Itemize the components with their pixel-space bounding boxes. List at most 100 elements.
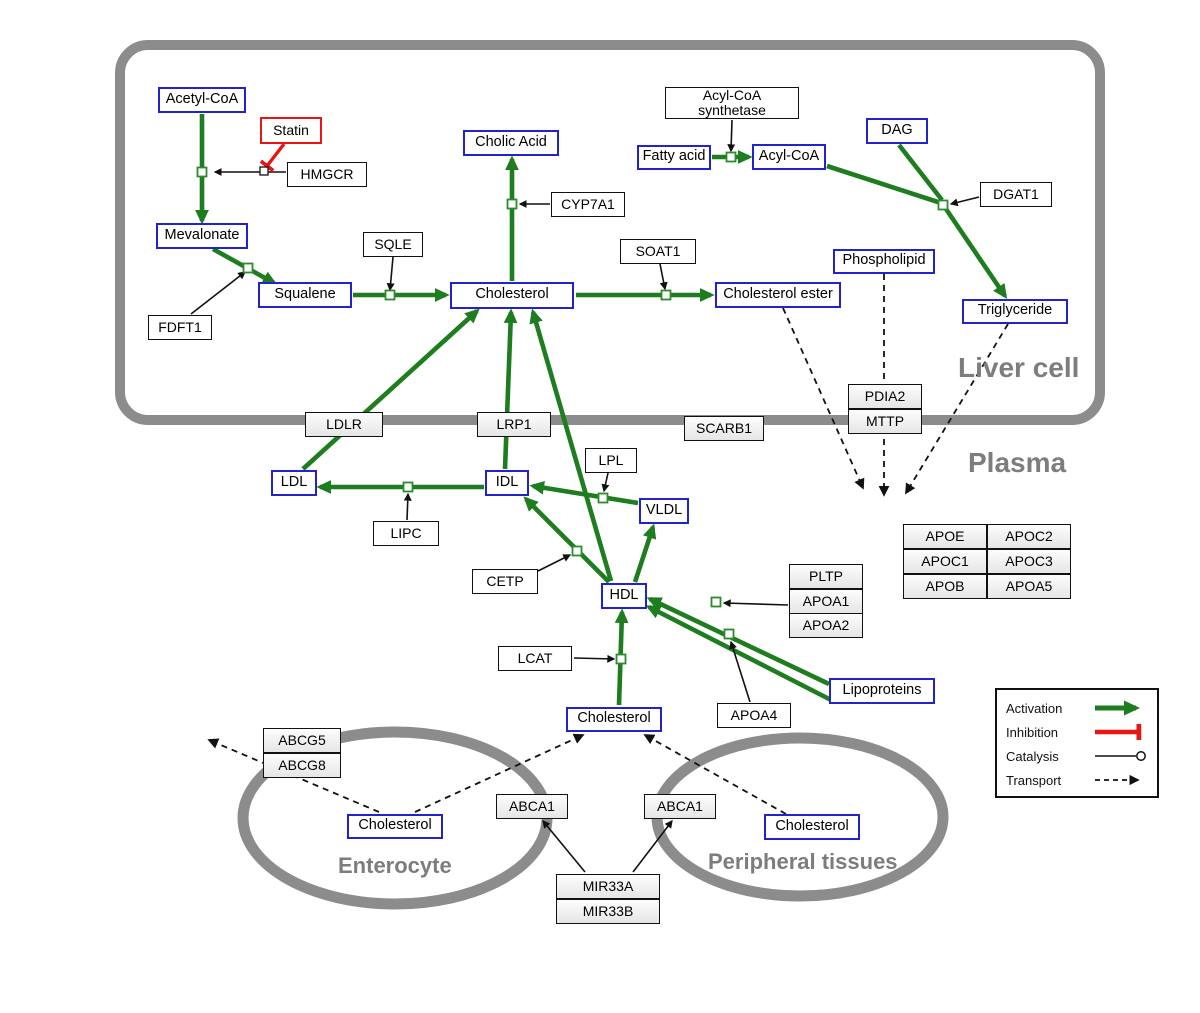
edge-cholesterol-peripheral-to-plasma [643, 734, 787, 815]
edge-hdl-to-cholesterol [529, 308, 614, 582]
node-cyp7a1[interactable]: CYP7A1 [551, 191, 625, 217]
node-abca1_enterocyte[interactable]: ABCA1 [496, 793, 568, 819]
node-fatty_acid[interactable]: Fatty acid [637, 144, 711, 170]
activation-label: Activation [1006, 700, 1063, 716]
node-apoa1[interactable]: APOA1 [789, 588, 863, 614]
process-node-square [196, 166, 208, 178]
node-apoc3[interactable]: APOC3 [987, 548, 1071, 574]
legend-row-activation: Activation [997, 696, 1157, 720]
node-pltp[interactable]: PLTP [789, 563, 863, 589]
edge-idl-to-cholesterol [502, 308, 518, 470]
peripheral-tissues-label: Peripheral tissues [708, 849, 898, 874]
node-abca1_peripheral[interactable]: ABCA1 [644, 793, 716, 819]
node-mevalonate[interactable]: Mevalonate [156, 223, 248, 249]
node-apoc1[interactable]: APOC1 [903, 548, 987, 574]
node-lipoproteins[interactable]: Lipoproteins [829, 678, 935, 704]
activation-arrow-icon [1095, 700, 1140, 716]
node-squalene[interactable]: Squalene [258, 282, 352, 308]
plasma-label: Plasma [968, 447, 1067, 478]
node-apoa5[interactable]: APOA5 [987, 573, 1071, 599]
node-vldl[interactable]: VLDL [639, 498, 689, 524]
node-cholesterol_enterocyte[interactable]: Cholesterol [347, 813, 443, 839]
edge-dag-to-dgat1-junction [897, 143, 944, 202]
node-phospholipid[interactable]: Phospholipid [833, 248, 935, 274]
node-abcg8[interactable]: ABCG8 [263, 752, 341, 778]
legend: Activation Inhibition Catalysis Transpor… [995, 688, 1159, 798]
node-apoa2[interactable]: APOA2 [789, 612, 863, 638]
edge-cetp-catalysis [537, 554, 572, 572]
node-hmgcr[interactable]: HMGCR [287, 161, 367, 187]
edge-acylcoa-to-dgat1-junction [826, 163, 942, 206]
node-cholesterol_plasma[interactable]: Cholesterol [566, 706, 662, 732]
edge-lcat-catalysis [573, 654, 616, 663]
process-node-square [723, 628, 735, 640]
node-ldlr[interactable]: LDLR [305, 411, 383, 437]
node-lipc[interactable]: LIPC [373, 520, 439, 546]
node-cholesterol_liver[interactable]: Cholesterol [450, 281, 574, 309]
process-node-square [937, 199, 949, 211]
node-fdft1[interactable]: FDFT1 [148, 314, 212, 340]
node-dag[interactable]: DAG [866, 118, 928, 144]
edge-sqle-catalysis [386, 256, 395, 292]
node-pdia2[interactable]: PDIA2 [848, 383, 922, 409]
node-acyl_coa_synthetase[interactable]: Acyl-CoA synthetase [665, 87, 799, 119]
edge-statin-inhibits-hmgcr [259, 142, 286, 173]
node-apoe[interactable]: APOE [903, 523, 987, 549]
node-hdl[interactable]: HDL [601, 583, 647, 609]
node-cholesterol_ester[interactable]: Cholesterol ester [715, 282, 841, 308]
edge-hdl-to-idl [523, 496, 611, 584]
edge-lipc-catalysis [403, 492, 412, 521]
enterocyte-label: Enterocyte [338, 853, 452, 878]
node-statin[interactable]: Statin [260, 116, 322, 144]
edge-mir33-to-abca1-enterocyte [542, 820, 586, 873]
node-idl[interactable]: IDL [485, 470, 529, 496]
catalysis-label: Catalysis [1006, 748, 1059, 764]
node-apoa4[interactable]: APOA4 [717, 702, 791, 728]
node-mir33b[interactable]: MIR33B [556, 898, 660, 924]
node-mir33a[interactable]: MIR33A [556, 873, 660, 899]
edge-mir33-to-abca1-peripheral [632, 819, 673, 873]
anchor-square [259, 166, 269, 176]
edge-ldl-to-cholesterol [301, 308, 480, 471]
edge-lipoproteins-to-hdl-1 [646, 596, 830, 687]
node-cholesterol_peripheral[interactable]: Cholesterol [764, 814, 860, 840]
process-node-square [725, 151, 737, 163]
legend-row-catalysis: Catalysis [997, 744, 1157, 768]
node-dgat1[interactable]: DGAT1 [980, 181, 1052, 207]
edge-junction-to-triglyceride [944, 207, 1008, 300]
process-node-square [384, 289, 396, 301]
node-ldl[interactable]: LDL [271, 470, 317, 496]
transport-label: Transport [1006, 772, 1062, 788]
node-cetp[interactable]: CETP [472, 568, 538, 594]
node-abcg5[interactable]: ABCG5 [263, 727, 341, 753]
edge-lpl-catalysis [601, 472, 610, 493]
node-cholic_acid[interactable]: Cholic Acid [463, 130, 559, 156]
edge-acylcoa-synthetase-catalysis [727, 119, 736, 153]
process-node-square [506, 198, 518, 210]
node-lrp1[interactable]: LRP1 [477, 411, 551, 437]
node-apob[interactable]: APOB [903, 573, 987, 599]
node-soat1[interactable]: SOAT1 [620, 238, 696, 264]
node-lcat[interactable]: LCAT [498, 645, 572, 671]
process-node-square [402, 481, 414, 493]
process-node-square [242, 262, 254, 274]
node-acyl_coa[interactable]: Acyl-CoA [752, 144, 826, 170]
edge-cholesterol-enterocyte-to-plasma [414, 733, 585, 813]
process-node-square [660, 289, 672, 301]
catalysis-circle-icon [1095, 751, 1146, 761]
edge-soat1-catalysis [659, 263, 668, 291]
node-apoc2[interactable]: APOC2 [987, 523, 1071, 549]
legend-row-inhibition: Inhibition [997, 720, 1157, 744]
node-sqle[interactable]: SQLE [363, 231, 423, 257]
edge-apoa-stack-catalysis [722, 599, 789, 608]
legend-row-transport: Transport [997, 768, 1157, 792]
edge-fdft1-catalysis [190, 271, 247, 315]
node-acetyl_coa[interactable]: Acetyl-CoA [158, 87, 246, 113]
node-triglyceride[interactable]: Triglyceride [962, 298, 1068, 324]
node-mttp[interactable]: MTTP [848, 408, 922, 434]
node-lpl[interactable]: LPL [585, 447, 637, 473]
edge-apoa4-catalysis [729, 640, 751, 703]
node-scarb1[interactable]: SCARB1 [684, 415, 764, 441]
